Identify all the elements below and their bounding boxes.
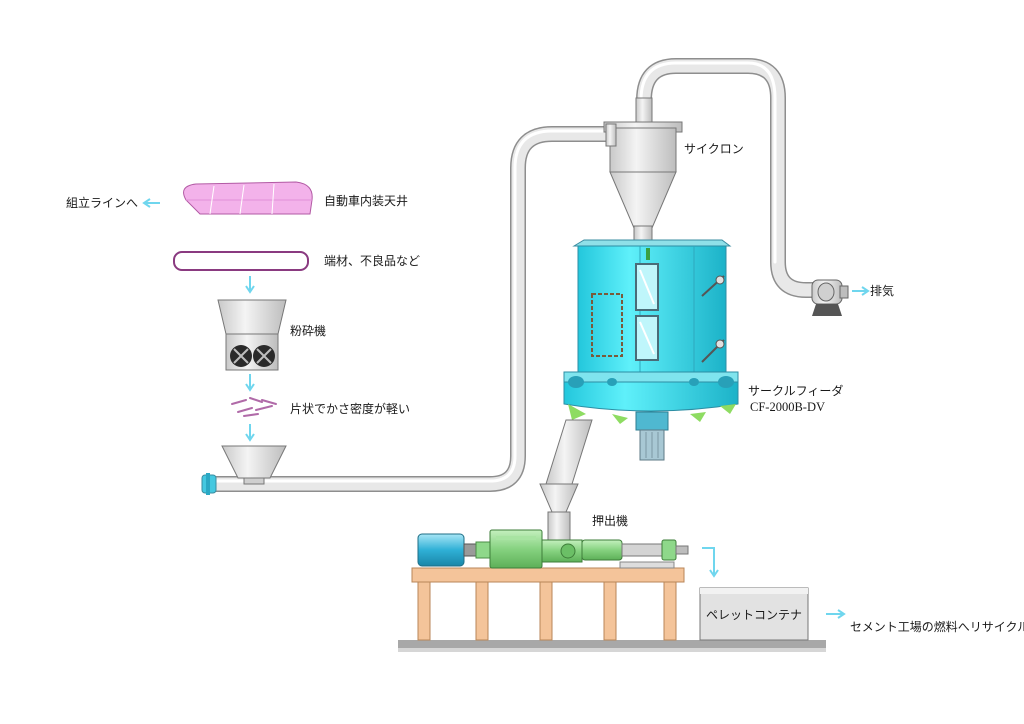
discharge-chute	[539, 419, 593, 543]
cyclone	[603, 97, 683, 241]
feeder-name-label: サークルフィーダ	[748, 384, 844, 398]
ceiling-label: 自動車内装天井	[324, 194, 409, 208]
scraps-label: 端材、不良品など	[324, 254, 421, 268]
cyclone-label: サイクロン	[684, 142, 744, 156]
scrap-outline	[173, 251, 309, 271]
container-label: ペレットコンテナ	[705, 607, 802, 622]
extruder-stand	[411, 567, 685, 641]
feeder-model-label: CF-2000B-DV	[750, 400, 826, 414]
pellet-container	[699, 587, 809, 641]
crusher	[217, 299, 287, 371]
ground-slab	[398, 640, 826, 652]
exhaust-pipe	[636, 58, 828, 298]
crusher-label: 粉砕機	[290, 324, 327, 338]
pipe-inlet-nozzle	[201, 473, 217, 495]
exhaust-fan	[811, 279, 849, 316]
extruder-label: 押出機	[592, 514, 629, 528]
circle-feeder	[563, 239, 739, 461]
exhaust-label: 排気	[870, 284, 895, 298]
flakes-label: 片状でかさ密度が軽い	[290, 402, 411, 416]
roller-icon	[230, 345, 275, 367]
to-assembly-label: 組立ラインへ	[66, 196, 139, 210]
extruder	[417, 529, 689, 569]
ceiling-panel	[183, 181, 313, 215]
arrow-icon	[142, 198, 870, 619]
recycle-label: セメント工場の燃料へリサイクル	[850, 620, 1024, 634]
inlet-hopper	[221, 445, 287, 485]
transport-pipe	[204, 126, 620, 492]
flakes	[231, 397, 277, 417]
